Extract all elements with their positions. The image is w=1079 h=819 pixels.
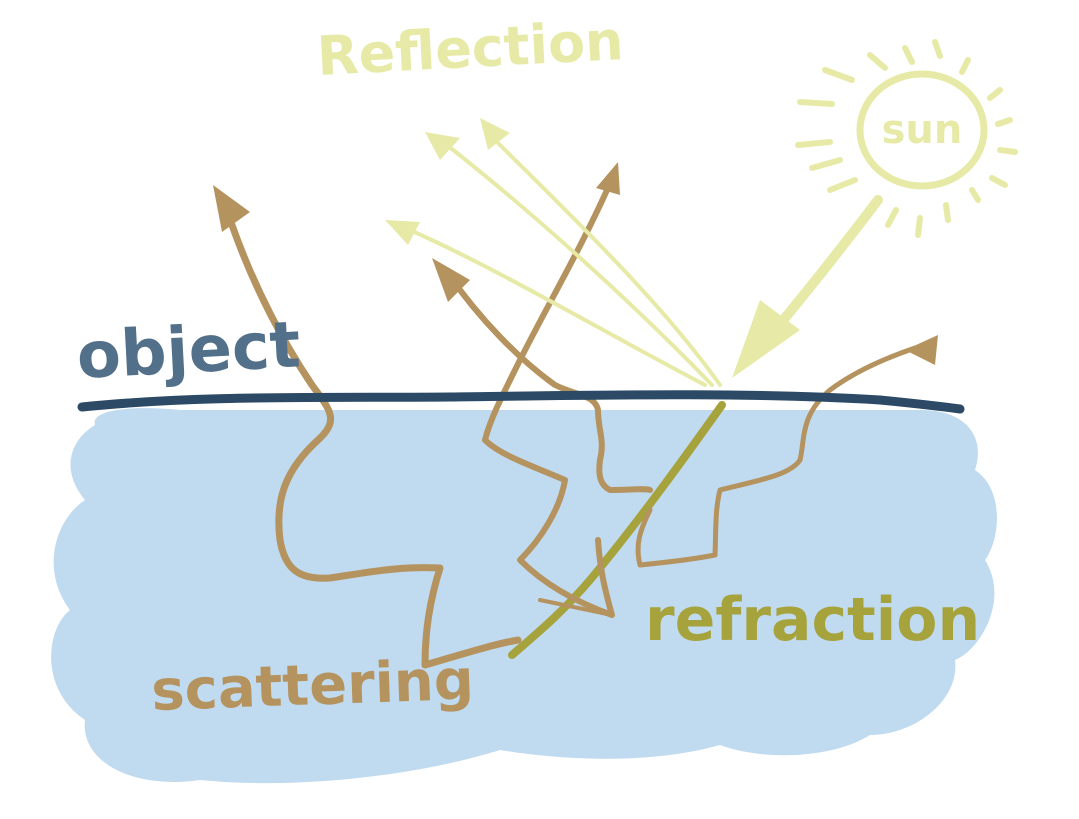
object-surface-line [77,390,965,414]
sun-label: sun [882,107,963,153]
reflection-arrowhead-3 [385,220,420,245]
sun-rays [795,39,1018,238]
scatter-path-right [635,345,918,568]
refraction-label: refraction [645,585,980,655]
object-medium [51,408,997,784]
sun: sun [795,39,1018,238]
scattering-paths [228,187,918,669]
sun-disc [856,70,988,190]
scatter-path-upper [444,269,653,493]
scatter-arrowhead-right [905,335,938,365]
reflection-label: Reflection [315,9,625,88]
reflection-ray-3 [408,228,707,387]
reflection-rays [408,135,722,387]
reflection-ray-1 [490,135,722,387]
scatter-arrowhead-upper [432,258,470,302]
scatter-arrowheads [213,162,938,365]
reflection-arrowheads [385,118,510,245]
scatter-path-left [228,221,522,669]
scattering-label: scattering [150,648,475,724]
incident-ray [770,195,883,335]
reflection-arrowhead-1 [480,118,510,150]
scatter-arrowhead-middle [596,162,620,195]
object-label: object [75,308,302,394]
reflection-arrowhead-2 [425,132,460,160]
reflection-ray-2 [441,140,714,387]
incident-arrowhead [732,300,800,378]
scatter-path-lower [538,598,614,617]
scatter-arrowhead-left [213,185,250,232]
